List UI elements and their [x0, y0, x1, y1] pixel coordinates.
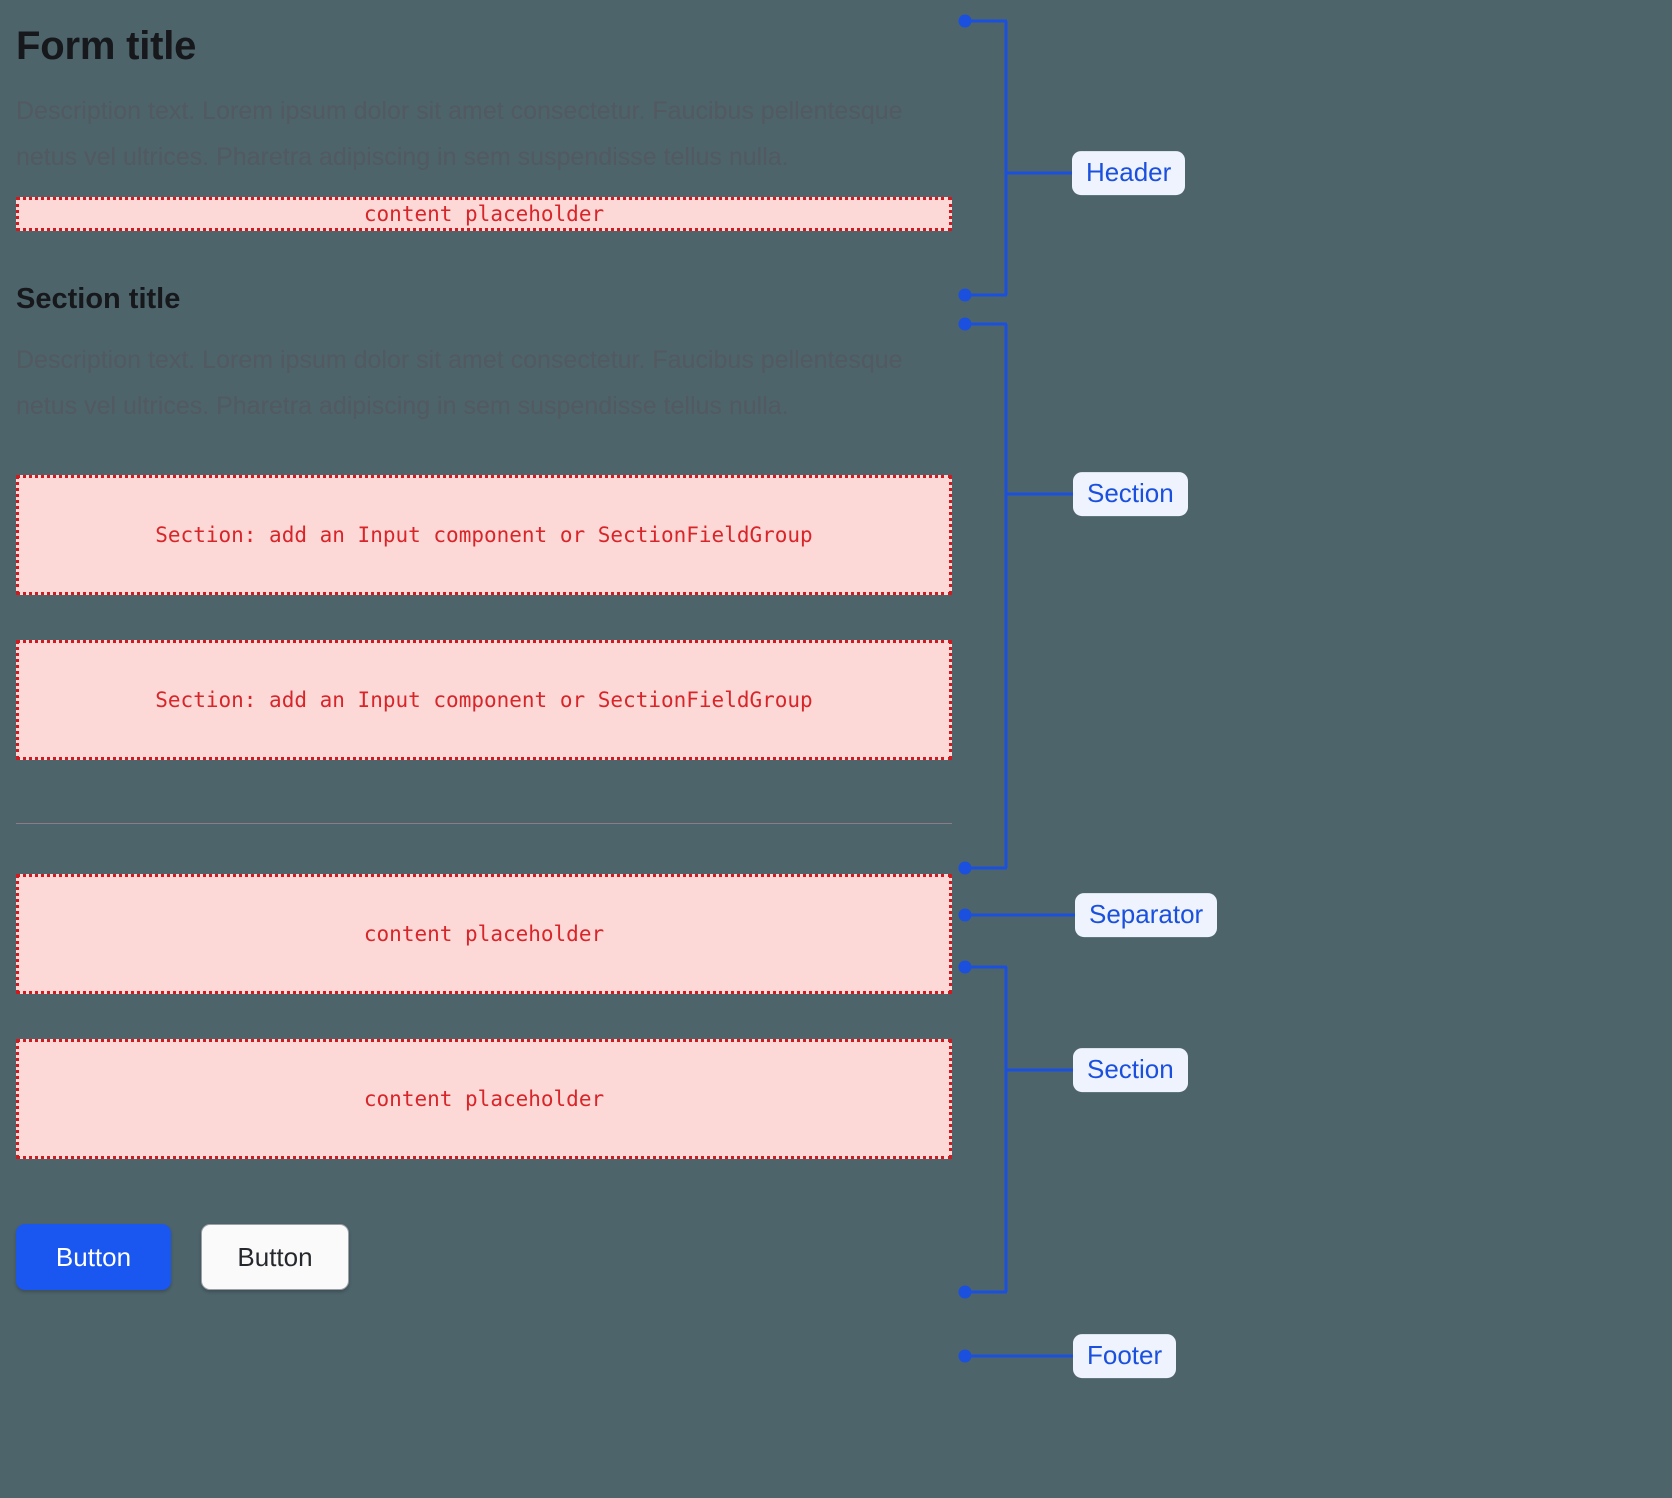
- section-field-placeholder[interactable]: Section: add an Input component or Secti…: [16, 640, 952, 761]
- annotation-label-footer[interactable]: Footer: [1073, 1334, 1177, 1378]
- annotation-dot: [958, 14, 972, 28]
- annotation-dot: [958, 1349, 972, 1363]
- annotation-connector: [1006, 1068, 1076, 1072]
- section-one-block: Section title Description text. Lorem ip…: [16, 281, 952, 761]
- annotation-connector: [965, 965, 1007, 969]
- annotation-label-section-two[interactable]: Section: [1073, 1048, 1188, 1092]
- section-placeholder-label: Section: add an Input component or Secti…: [155, 523, 813, 548]
- annotation-dot: [958, 317, 972, 331]
- form-content-column: Form title Description text. Lorem ipsum…: [16, 0, 952, 1291]
- primary-button[interactable]: Button: [16, 1224, 171, 1291]
- annotation-label-section-one[interactable]: Section: [1073, 472, 1188, 516]
- section-one-title: Section title: [16, 283, 181, 315]
- footer-button-row: Button Button: [16, 1224, 952, 1291]
- section-field-placeholder[interactable]: Section: add an Input component or Secti…: [16, 475, 952, 596]
- section-one-description: Description text. Lorem ipsum dolor sit …: [16, 346, 903, 421]
- annotation-dot: [958, 960, 972, 974]
- annotation-label-header[interactable]: Header: [1072, 151, 1186, 195]
- form-header-block: Form title Description text. Lorem ipsum…: [16, 0, 952, 231]
- annotation-label-separator[interactable]: Separator: [1075, 893, 1218, 937]
- section-placeholder-label: content placeholder: [363, 1087, 605, 1112]
- annotation-connector: [965, 1290, 1007, 1294]
- annotation-connector: [965, 19, 1007, 23]
- section-content-placeholder[interactable]: content placeholder: [16, 874, 952, 995]
- annotation-dot: [958, 861, 972, 875]
- section-content-placeholder[interactable]: content placeholder: [16, 1039, 952, 1160]
- secondary-button[interactable]: Button: [201, 1224, 349, 1291]
- page-title: Form title: [16, 24, 197, 68]
- annotation-connector: [965, 866, 1007, 870]
- section-placeholder-label: Section: add an Input component or Secti…: [155, 688, 813, 713]
- separator: [16, 823, 952, 825]
- annotation-connector: [965, 1354, 1077, 1358]
- section-two-block: content placeholder content placeholder: [16, 874, 952, 1160]
- section-placeholder-label: content placeholder: [363, 922, 605, 947]
- annotation-spine: [1004, 21, 1008, 295]
- header-description: Description text. Lorem ipsum dolor sit …: [16, 97, 903, 171]
- annotation-connector: [1006, 492, 1076, 496]
- annotation-connector: [965, 913, 1085, 917]
- annotation-spine: [1004, 967, 1008, 1292]
- header-content-placeholder[interactable]: content placeholder: [16, 197, 952, 231]
- annotation-dot: [958, 908, 972, 922]
- annotation-dot: [958, 1285, 972, 1299]
- header-placeholder-label: content placeholder: [363, 202, 605, 226]
- annotation-connector: [965, 322, 1007, 326]
- annotation-connector: [1006, 171, 1074, 175]
- annotation-dot: [958, 288, 972, 302]
- annotation-spine: [1004, 324, 1008, 868]
- annotation-connector: [965, 293, 1007, 297]
